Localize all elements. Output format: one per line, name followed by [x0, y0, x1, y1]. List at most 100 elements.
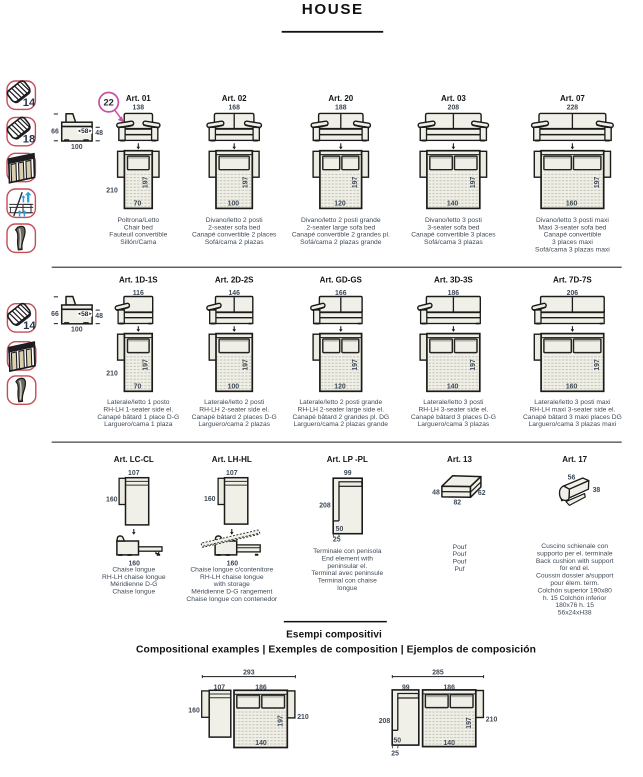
svg-text:Coussin dossier a/support: Coussin dossier a/support — [536, 573, 613, 580]
svg-text:210: 210 — [486, 717, 498, 724]
svg-text:197: 197 — [243, 176, 250, 188]
svg-text:197: 197 — [142, 176, 149, 188]
svg-text:140: 140 — [447, 383, 459, 390]
svg-text:for end el.: for end el. — [560, 565, 590, 572]
svg-text:38: 38 — [593, 487, 601, 494]
svg-text:Laterale/letto 2 posti grande: Laterale/letto 2 posti grande — [299, 399, 382, 406]
svg-text:146: 146 — [228, 290, 240, 297]
svg-text:Sillón/Cama: Sillón/Cama — [120, 239, 156, 246]
svg-text:58: 58 — [81, 311, 89, 318]
svg-text:Chaise longue c/contenitore: Chaise longue c/contenitore — [190, 566, 273, 573]
svg-text:Sofá/cama 2 plazas grande: Sofá/cama 2 plazas grande — [300, 239, 382, 246]
svg-text:Divano/letto 2 posti grande: Divano/letto 2 posti grande — [301, 217, 381, 224]
svg-text:Art. 1D-1S: Art. 1D-1S — [119, 275, 158, 284]
svg-text:48: 48 — [432, 490, 440, 497]
svg-text:140: 140 — [447, 201, 459, 208]
svg-text:197: 197 — [594, 359, 601, 371]
svg-text:Sofá/cama 2 plazas: Sofá/cama 2 plazas — [205, 239, 264, 246]
svg-text:Chaise longue con contenedor: Chaise longue con contenedor — [186, 596, 277, 603]
svg-text:Cuscino schienale con: Cuscino schienale con — [541, 543, 608, 550]
svg-text:Laterale/letto 3 posti: Laterale/letto 3 posti — [423, 399, 484, 406]
svg-text:56: 56 — [568, 474, 576, 481]
svg-text:Méridienne D-G: Méridienne D-G — [110, 581, 157, 588]
svg-text:RH-LH 1-seater side el.: RH-LH 1-seater side el. — [103, 406, 173, 413]
svg-text:Pouf: Pouf — [453, 544, 467, 551]
svg-text:with storage: with storage — [213, 581, 250, 588]
svg-text:End element with: End element with — [322, 555, 374, 562]
svg-text:58: 58 — [81, 128, 89, 135]
svg-text:Art. 07: Art. 07 — [560, 94, 585, 103]
svg-text:Poltrona/Letto: Poltrona/Letto — [117, 217, 159, 224]
svg-text:180x76 h. 15: 180x76 h. 15 — [555, 602, 594, 609]
svg-text:197: 197 — [243, 359, 250, 371]
svg-text:Art. 20: Art. 20 — [328, 94, 353, 103]
svg-text:Canapé bâtard 1 place D-G: Canapé bâtard 1 place D-G — [97, 414, 179, 421]
svg-text:Chaise longue: Chaise longue — [112, 589, 155, 596]
svg-text:116: 116 — [133, 290, 144, 297]
svg-text:Larguero/cama 2 plazas: Larguero/cama 2 plazas — [198, 421, 270, 428]
svg-text:Chaise longue: Chaise longue — [112, 566, 155, 573]
svg-text:208: 208 — [448, 105, 460, 112]
svg-text:Larguero/cama 1 plaza: Larguero/cama 1 plaza — [104, 421, 173, 428]
svg-text:peninsular el.: peninsular el. — [327, 563, 367, 570]
svg-text:RH-LH 2-seater large side el.: RH-LH 2-seater large side el. — [297, 406, 384, 413]
svg-text:Puf: Puf — [454, 566, 464, 573]
svg-text:RH-LH maxi 3-seater side el.: RH-LH maxi 3-seater side el. — [529, 406, 615, 413]
svg-text:Larguero/cama 3 plazas: Larguero/cama 3 plazas — [418, 421, 490, 428]
svg-text:Larguero/cama 3 plazas maxi: Larguero/cama 3 plazas maxi — [529, 421, 617, 428]
svg-text:Canapé bâtard 2 grandes pl. DG: Canapé bâtard 2 grandes pl. DG — [292, 414, 389, 421]
svg-text:Terminal con chaise: Terminal con chaise — [318, 578, 377, 585]
svg-text:206: 206 — [567, 290, 579, 297]
svg-text:160: 160 — [188, 707, 200, 714]
svg-text:Compositional examples | Exemp: Compositional examples | Exemples de com… — [136, 645, 536, 656]
svg-text:66: 66 — [51, 311, 59, 318]
svg-text:208: 208 — [319, 502, 331, 509]
svg-text:107: 107 — [128, 470, 140, 477]
svg-text:197: 197 — [594, 176, 601, 188]
svg-text:100: 100 — [71, 327, 83, 334]
svg-text:Art. 01: Art. 01 — [126, 94, 151, 103]
svg-text:Colchón superior 190x80: Colchón superior 190x80 — [538, 587, 613, 594]
svg-text:82: 82 — [453, 499, 461, 506]
svg-text:197: 197 — [466, 717, 473, 729]
svg-text:210: 210 — [106, 188, 118, 195]
svg-text:supporto per el. terminale: supporto per el. terminale — [537, 550, 613, 557]
svg-text:50: 50 — [336, 526, 344, 533]
svg-text:HOUSE: HOUSE — [302, 1, 364, 18]
svg-text:Pouf: Pouf — [453, 559, 467, 566]
svg-text:Laterale/letto 1 posto: Laterale/letto 1 posto — [107, 399, 170, 406]
svg-text:Terminale con penisola: Terminale con penisola — [313, 548, 382, 555]
svg-text:210: 210 — [297, 714, 309, 721]
svg-text:2-seater large sofa bed: 2-seater large sofa bed — [306, 224, 375, 231]
svg-text:Larguero/cama 2 plazas grande: Larguero/cama 2 plazas grande — [294, 421, 389, 428]
svg-text:Chair bed: Chair bed — [124, 224, 153, 231]
svg-text:Art. GD-GS: Art. GD-GS — [320, 275, 363, 284]
svg-text:66: 66 — [51, 128, 59, 135]
svg-text:48: 48 — [95, 130, 103, 137]
svg-text:100: 100 — [228, 383, 240, 390]
svg-text:Canapé bâtard 3 maxi places DG: Canapé bâtard 3 maxi places DG — [523, 414, 622, 421]
svg-text:Art. LC-CL: Art. LC-CL — [114, 455, 154, 464]
svg-text:14: 14 — [23, 97, 36, 109]
svg-text:62: 62 — [478, 490, 486, 497]
svg-text:3 places maxi: 3 places maxi — [552, 239, 593, 246]
svg-text:197: 197 — [470, 176, 477, 188]
svg-text:197: 197 — [352, 359, 359, 371]
svg-text:188: 188 — [335, 105, 347, 112]
svg-text:168: 168 — [228, 105, 240, 112]
svg-text:Esempi compositivi: Esempi compositivi — [286, 630, 382, 641]
svg-text:18: 18 — [23, 134, 35, 146]
svg-text:100: 100 — [228, 201, 240, 208]
svg-text:Art. 2D-2S: Art. 2D-2S — [215, 275, 254, 284]
svg-text:Art. 02: Art. 02 — [222, 94, 247, 103]
svg-text:Art. 17: Art. 17 — [562, 455, 587, 464]
svg-text:160: 160 — [566, 383, 578, 390]
svg-text:50: 50 — [393, 737, 401, 744]
svg-text:Fauteuil convertible: Fauteuil convertible — [109, 232, 167, 239]
svg-text:56x24xH38: 56x24xH38 — [558, 610, 592, 617]
svg-text:14: 14 — [23, 320, 36, 332]
svg-text:Terminal avec peninsule: Terminal avec peninsule — [311, 570, 383, 577]
svg-text:RH-LH 3-seater side el.: RH-LH 3-seater side el. — [418, 406, 488, 413]
svg-text:48: 48 — [95, 313, 103, 320]
svg-text:Divano/letto 2 posti: Divano/letto 2 posti — [206, 217, 263, 224]
